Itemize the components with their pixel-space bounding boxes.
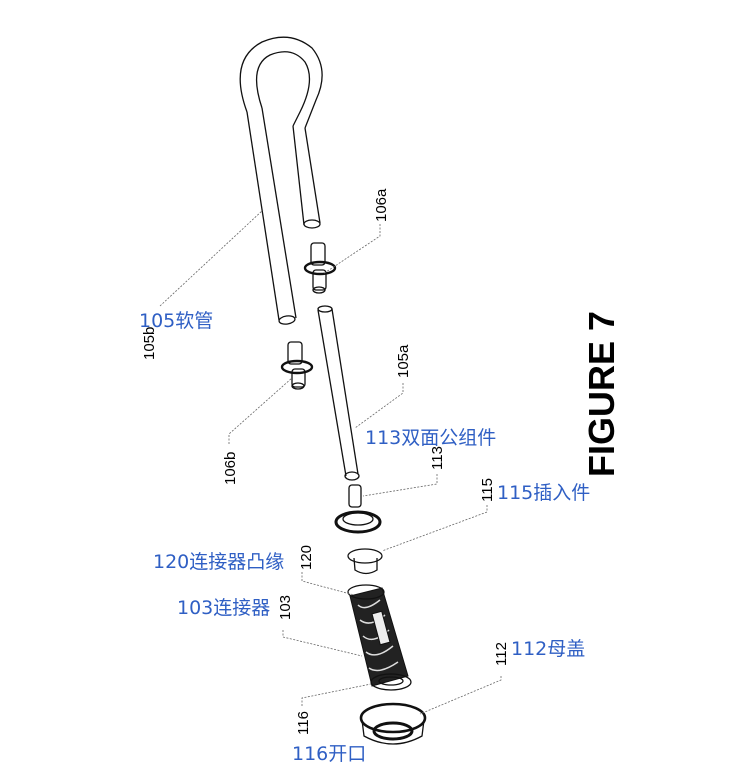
leader-lines (159, 209, 502, 715)
ref-106a: 106a (373, 188, 390, 222)
tube-105a (317, 305, 360, 481)
ref-113: 113 (429, 446, 446, 470)
connector-106a (303, 242, 337, 294)
female-cap-112 (359, 702, 427, 745)
ref-112: 112 (493, 642, 510, 666)
figure-title: FIGURE 7 (581, 311, 622, 477)
male-component-113 (334, 484, 382, 534)
connector-106b (280, 341, 314, 390)
ref-103: 103 (277, 595, 294, 620)
annotation-116: 116开口 (292, 743, 366, 765)
insert-115 (347, 548, 383, 575)
annotation-115: 115插入件 (497, 482, 590, 504)
ref-115: 115 (479, 478, 496, 502)
ref-106b: 106b (222, 452, 239, 485)
connector-103 (347, 584, 412, 691)
annotation-112: 112母盖 (511, 638, 585, 660)
ref-105a: 105a (395, 344, 412, 378)
ref-116: 116 (295, 711, 312, 735)
annotation-120: 120连接器凸缘 (153, 551, 284, 573)
ref-105b: 105b (141, 327, 158, 360)
annotation-105: 105软管 (139, 310, 213, 332)
annotation-103: 103连接器 (177, 597, 270, 619)
hose-105b (239, 36, 323, 325)
annotation-113: 113双面公组件 (365, 427, 496, 449)
ref-120: 120 (298, 545, 315, 570)
